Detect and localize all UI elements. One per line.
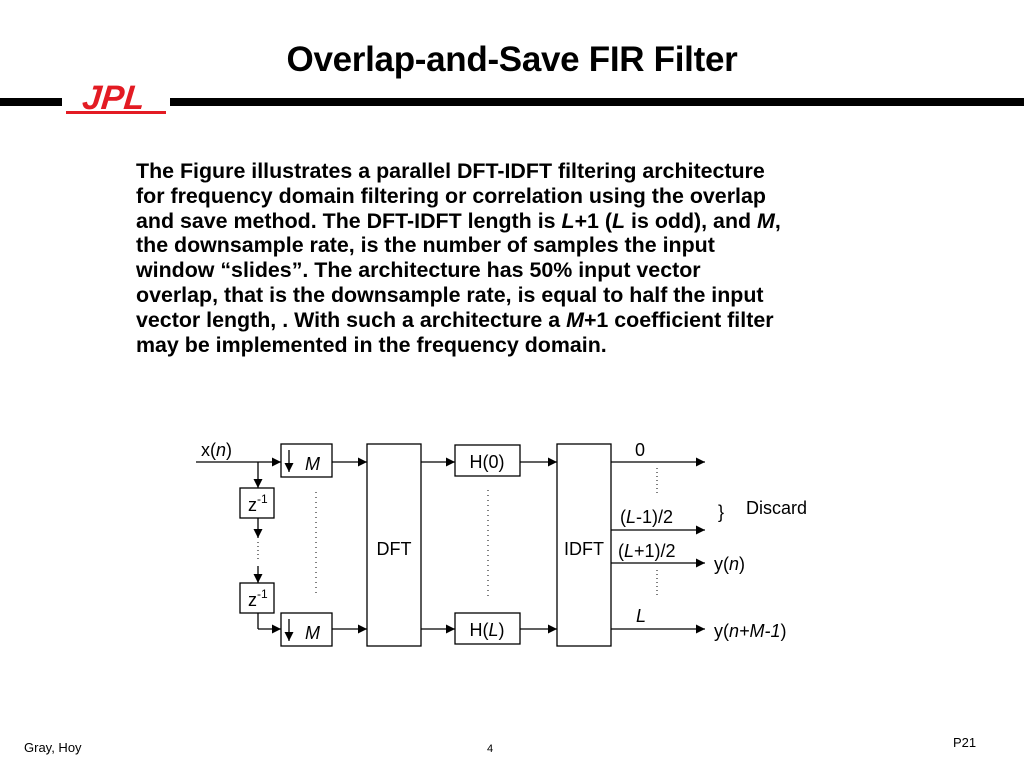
idft-block bbox=[556, 443, 612, 647]
downsample-bottom-label: M bbox=[305, 623, 320, 643]
body-text-segment: and save method. The DFT-IDFT length is bbox=[136, 208, 562, 233]
downsample-top-label: M bbox=[305, 454, 320, 474]
input-label: x(n) bbox=[201, 440, 232, 460]
body-line: and save method. The DFT-IDFT length is … bbox=[136, 209, 916, 234]
body-italic-symbol: M bbox=[757, 208, 775, 233]
body-italic-symbol: M bbox=[566, 307, 584, 332]
footer-page-number: 4 bbox=[487, 743, 494, 755]
delay-block-2-label: z-1 bbox=[248, 587, 268, 610]
body-line: the downsample rate, is the number of sa… bbox=[136, 233, 916, 258]
body-text-segment: overlap, that is the downsample rate, is… bbox=[136, 282, 764, 307]
out-index-mid-hi: (L+1)/2 bbox=[618, 541, 676, 561]
body-text-segment: may be implemented in the frequency doma… bbox=[136, 332, 607, 357]
output-last-label: y(n+M-1) bbox=[714, 621, 787, 641]
body-line: may be implemented in the frequency doma… bbox=[136, 333, 916, 358]
body-line: for frequency domain filtering or correl… bbox=[136, 184, 916, 209]
out-index-0: 0 bbox=[635, 440, 645, 460]
footer-slide-id: P21 bbox=[953, 735, 977, 750]
body-text-segment: for frequency domain filtering or correl… bbox=[136, 183, 766, 208]
filter-bottom-label: H(L) bbox=[469, 620, 504, 640]
output-mid-label: y(n) bbox=[714, 554, 745, 574]
footer-author: Gray, Hoy bbox=[24, 740, 82, 755]
filter-top-label: H(0) bbox=[469, 452, 504, 472]
header-rule bbox=[0, 98, 1024, 106]
body-paragraph: The Figure illustrates a parallel DFT-ID… bbox=[136, 159, 916, 357]
slide-title: Overlap-and-Save FIR Filter bbox=[286, 40, 738, 79]
jpl-logo: JPL bbox=[62, 79, 170, 116]
body-text-segment: the downsample rate, is the number of sa… bbox=[136, 233, 715, 258]
downsample-block-top bbox=[280, 443, 333, 478]
body-text-segment: +1 coefficient filter bbox=[583, 307, 774, 332]
dft-block bbox=[366, 443, 422, 647]
jpl-logo-text: JPL bbox=[81, 79, 147, 116]
idft-label: IDFT bbox=[564, 539, 604, 559]
body-text-segment: The Figure illustrates a parallel DFT-ID… bbox=[136, 159, 765, 183]
filter-block-top bbox=[454, 444, 521, 477]
delay-block-1 bbox=[239, 487, 275, 519]
body-text-segment: window “slides”. The architecture has 50… bbox=[136, 258, 701, 283]
out-index-last: L bbox=[636, 606, 646, 626]
body-text-segment: vector length, . With such a architectur… bbox=[136, 307, 567, 332]
delay-block-2 bbox=[239, 582, 275, 614]
body-line: vector length, . With such a architectur… bbox=[136, 308, 916, 333]
body-italic-symbol: L bbox=[561, 208, 575, 233]
out-index-mid-lo: (L-1)/2 bbox=[620, 507, 673, 527]
body-text-segment: is odd), and bbox=[625, 208, 758, 233]
body-line: The Figure illustrates a parallel DFT-ID… bbox=[136, 159, 916, 184]
discard-label: Discard bbox=[746, 498, 807, 518]
body-line: overlap, that is the downsample rate, is… bbox=[136, 283, 916, 308]
discard-brace: } bbox=[718, 502, 724, 522]
dft-label: DFT bbox=[377, 539, 412, 559]
filter-block-bottom bbox=[454, 612, 521, 645]
body-text-segment: +1 ( bbox=[574, 208, 613, 233]
body-line: window “slides”. The architecture has 50… bbox=[136, 258, 916, 283]
body-text-segment: , bbox=[774, 208, 781, 233]
body-italic-symbol: L bbox=[612, 208, 626, 233]
delay-block-1-label: z-1 bbox=[248, 492, 268, 515]
